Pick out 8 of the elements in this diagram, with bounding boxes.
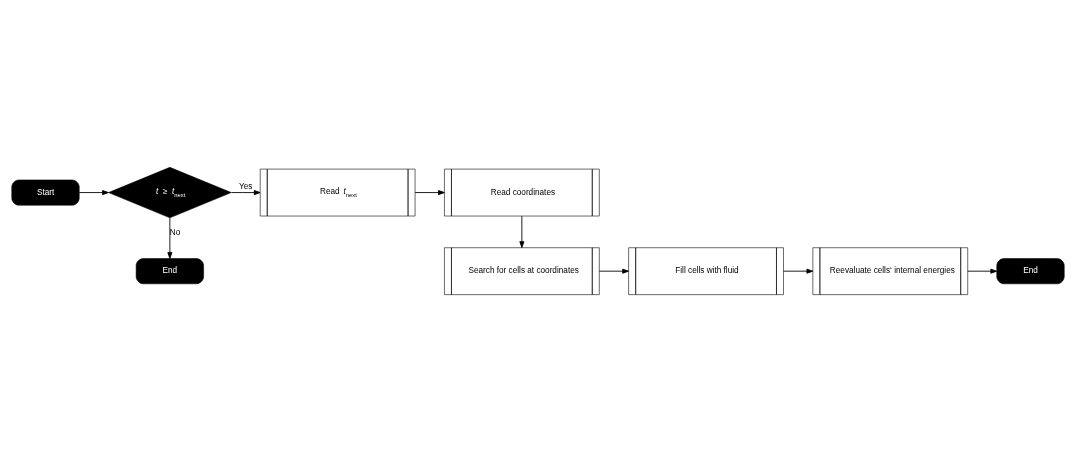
arrow	[78, 189, 109, 195]
arrow	[783, 268, 814, 274]
arrow	[967, 268, 998, 274]
arrow	[519, 215, 525, 248]
arrow	[230, 189, 261, 195]
arrow	[167, 216, 173, 259]
arrow	[598, 268, 629, 274]
arrow	[414, 189, 445, 195]
